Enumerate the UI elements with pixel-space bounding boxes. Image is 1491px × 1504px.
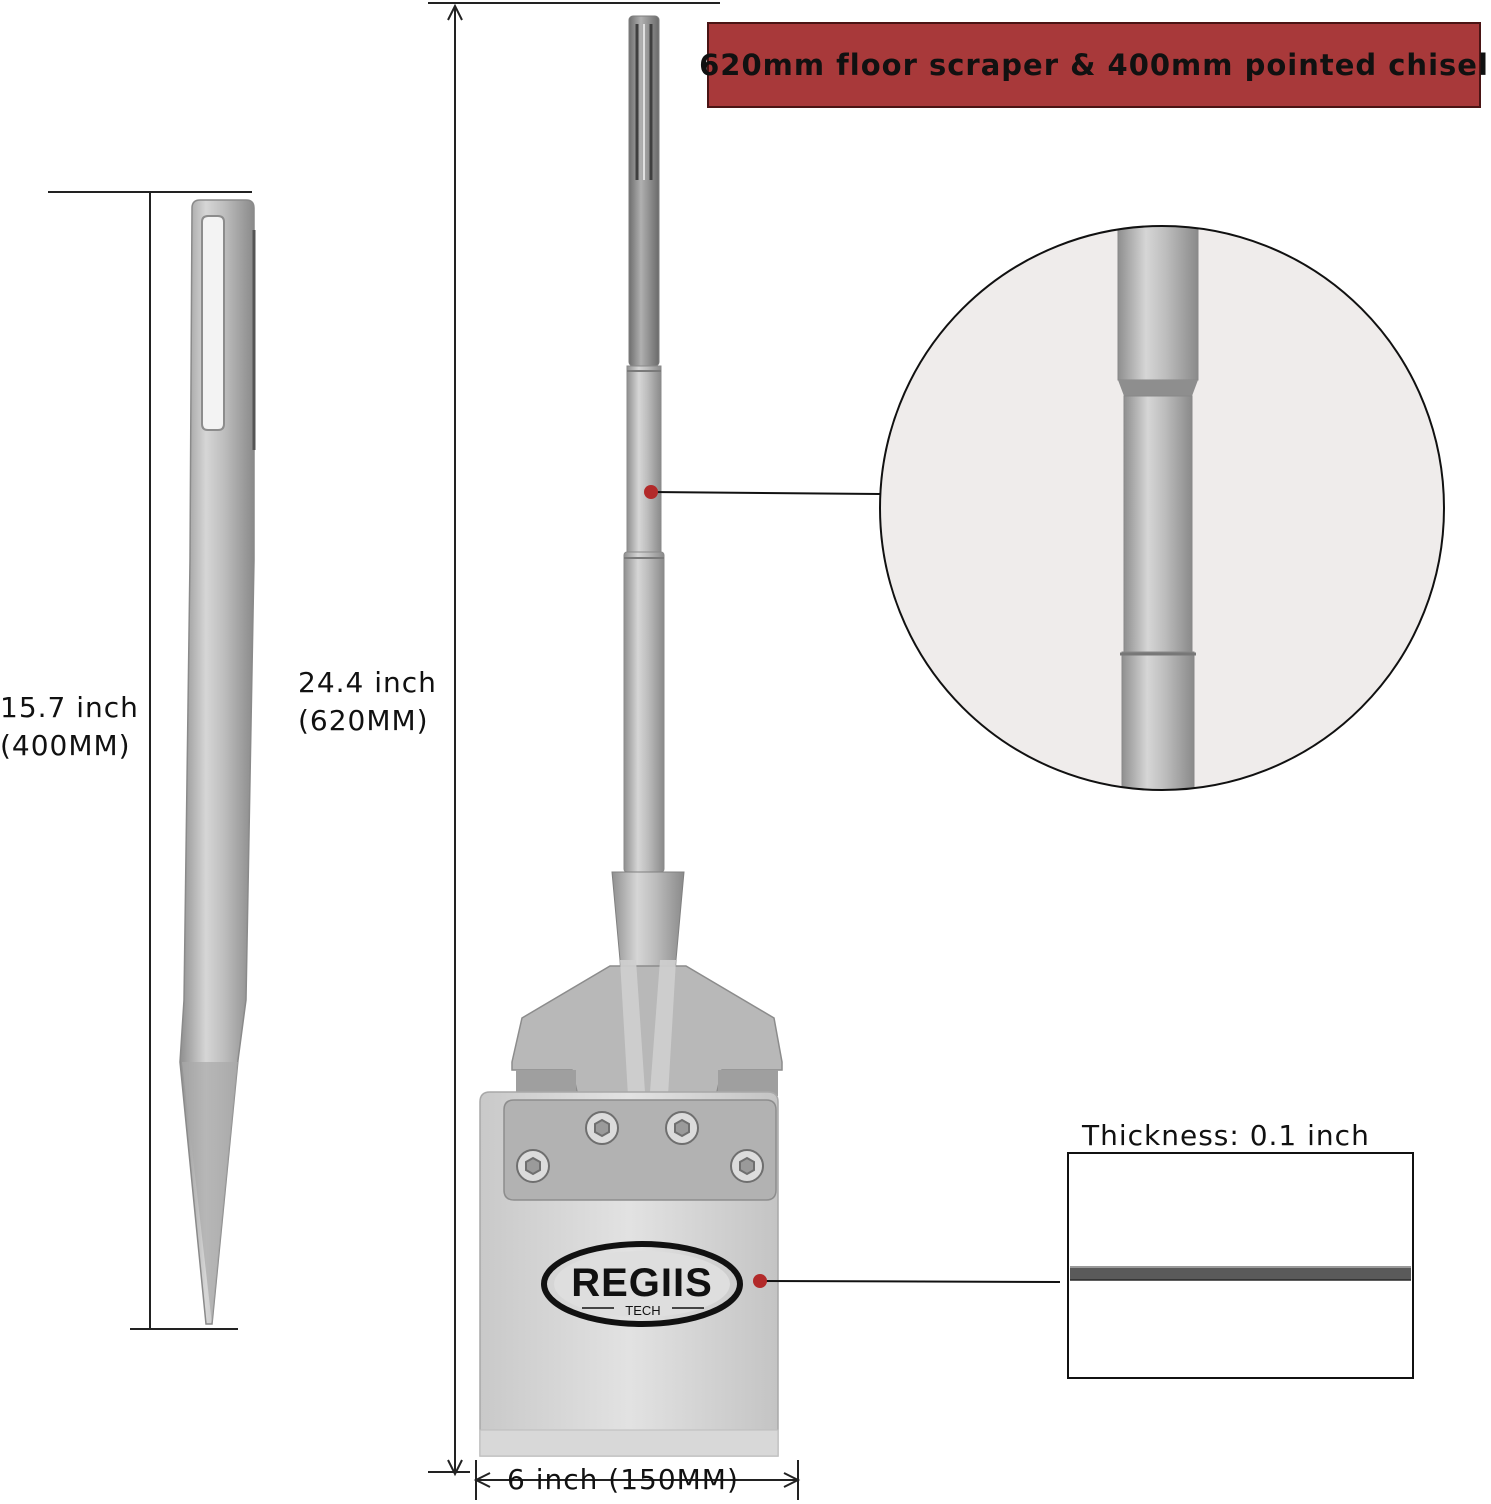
logo-sub-text: TECH xyxy=(625,1303,660,1318)
chisel-length-inch: 15.7 inch xyxy=(0,691,139,724)
scraper-dimension-line xyxy=(428,2,720,1477)
regiis-logo: REGIIS TECH xyxy=(541,1241,743,1327)
blade-marker-icon xyxy=(753,1274,767,1288)
logo-brand-text: REGIIS xyxy=(571,1261,713,1305)
scraper-length-mm: (620MM) xyxy=(298,704,429,737)
scraper-width-label: 6 inch (150MM) xyxy=(507,1463,739,1496)
chisel-length-mm: (400MM) xyxy=(0,729,131,762)
thickness-label: Thickness: 0.1 inch xyxy=(1082,1119,1370,1152)
scraper-length-inch: 24.4 inch xyxy=(298,666,437,699)
floor-scraper xyxy=(479,15,783,1457)
width-dimension-line xyxy=(473,1460,801,1500)
thickness-callout xyxy=(753,1152,1414,1379)
shaft-marker-icon xyxy=(644,485,658,499)
hex-bolt-icon xyxy=(516,1111,764,1183)
chisel-dimension-line xyxy=(48,191,252,1330)
pointed-chisel xyxy=(179,199,256,1325)
product-title-banner: 620mm floor scraper & 400mm pointed chis… xyxy=(699,22,1488,108)
shaft-zoom-callout xyxy=(644,225,1445,791)
